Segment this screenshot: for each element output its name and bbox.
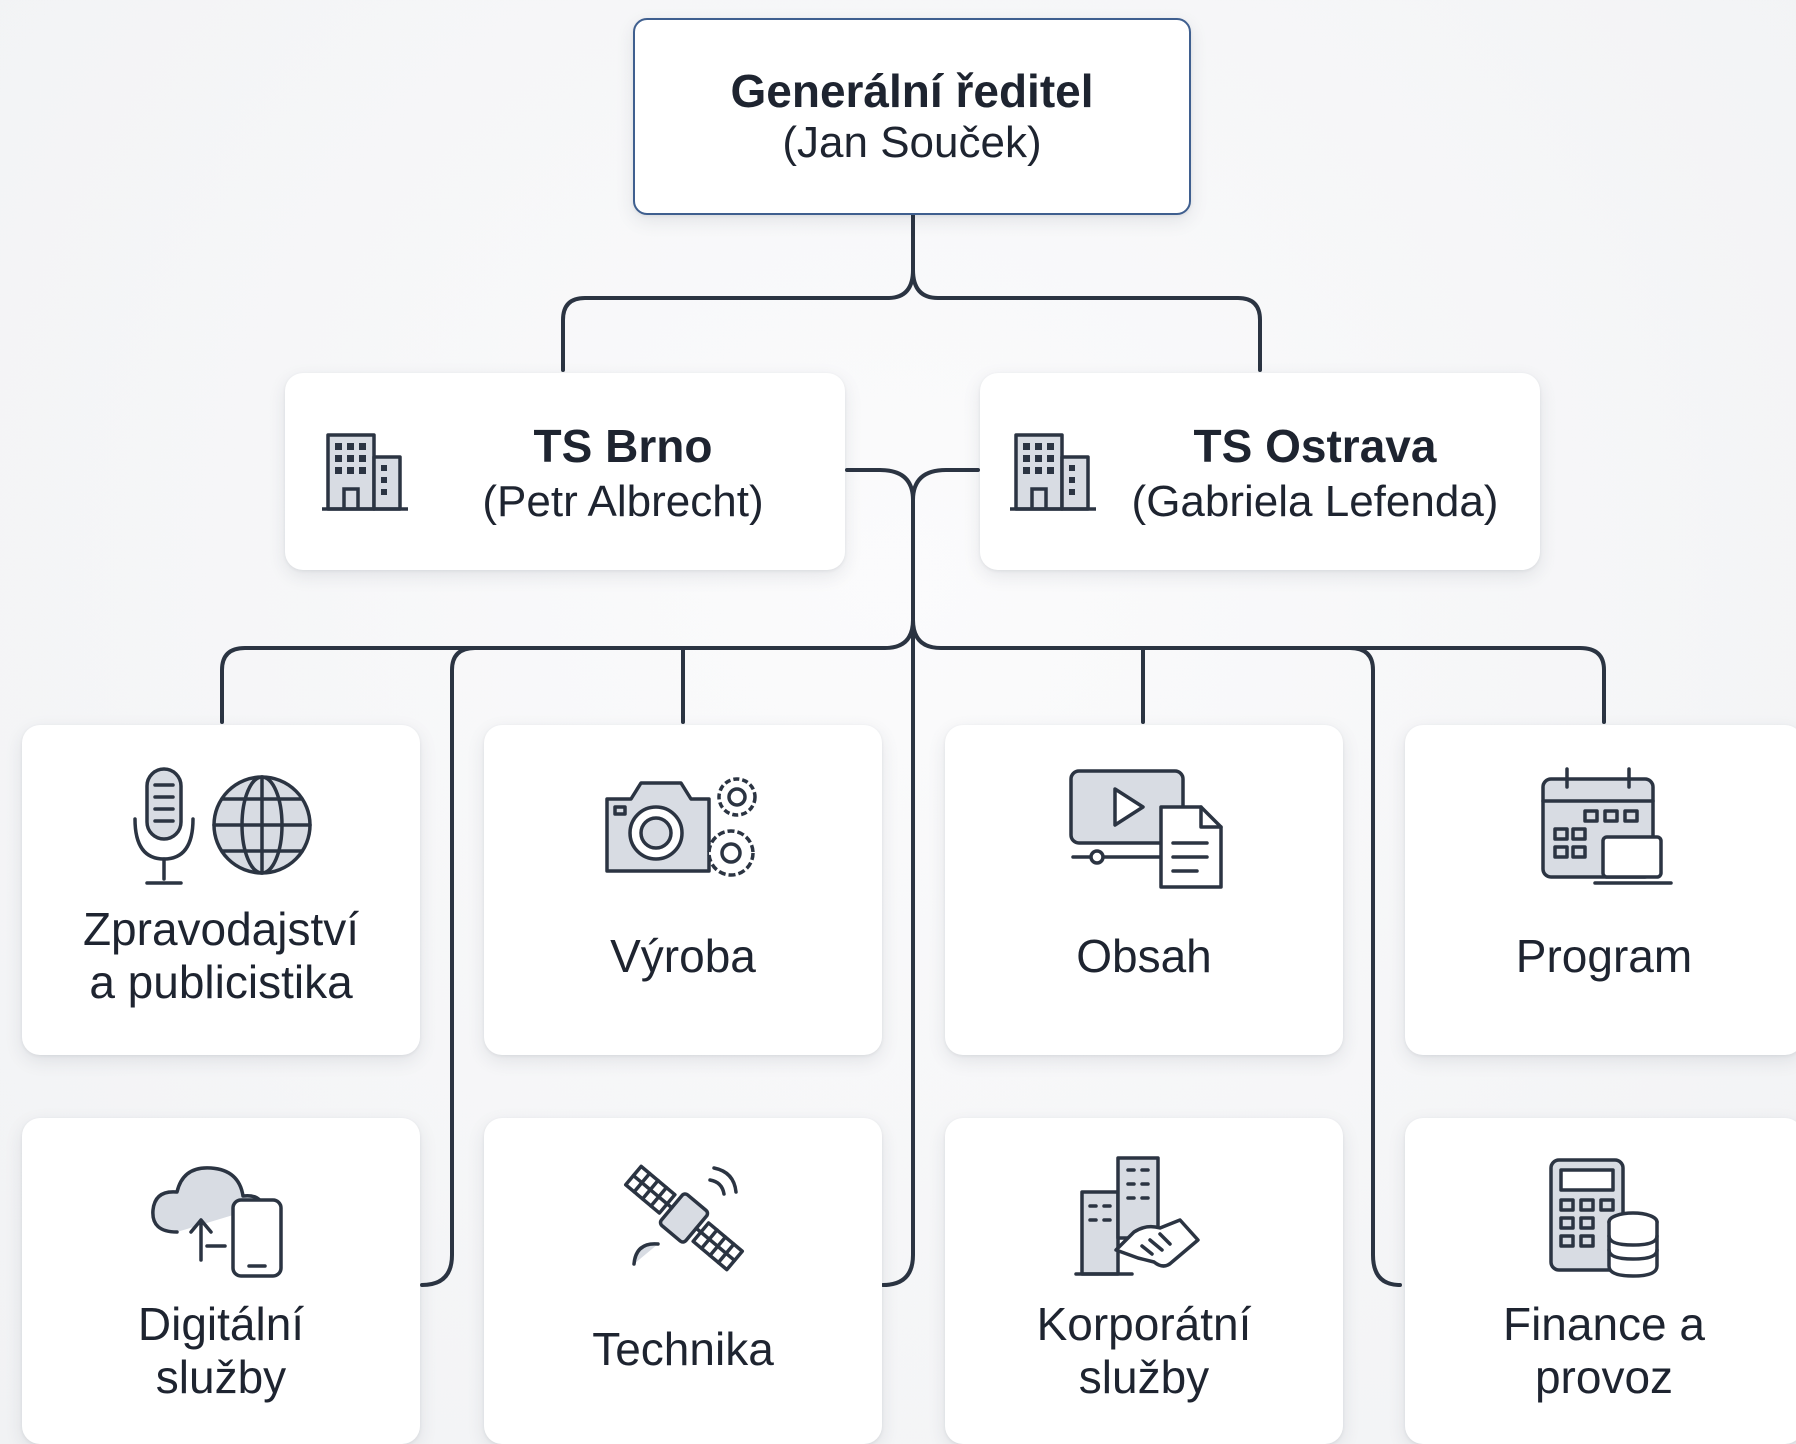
building-icon (322, 433, 408, 511)
dept-label: Zpravodajství a publicistika (82, 903, 360, 1008)
video-document-icon (1069, 769, 1223, 889)
branch-ostrava[interactable]: TS Ostrava (Gabriela Lefenda) (980, 373, 1540, 570)
handshake-building-icon (1074, 1156, 1200, 1276)
ceo-person: (Jan Souček) (782, 117, 1042, 167)
dept-digitalni-sluzby[interactable]: Digitální služby (22, 1118, 420, 1444)
dept-label: Program (1515, 930, 1693, 982)
satellite-icon (623, 1164, 745, 1272)
dept-label: Finance a provoz (1502, 1298, 1705, 1403)
dept-obsah[interactable]: Obsah (945, 725, 1343, 1055)
dept-label: Technika (592, 1323, 774, 1375)
building-icon (1010, 433, 1096, 511)
dept-label: Výroba (610, 930, 756, 982)
ceo-title: Generální ředitel (730, 64, 1094, 117)
branch-ostrava-person: (Gabriela Lefenda) (1131, 477, 1499, 527)
branch-brno[interactable]: TS Brno (Petr Albrecht) (285, 373, 845, 570)
dept-technika[interactable]: Technika (484, 1118, 882, 1444)
dept-label: Digitální služby (137, 1298, 305, 1403)
branch-ostrava-title: TS Ostrava (1193, 420, 1437, 472)
branch-brno-title: TS Brno (533, 420, 713, 472)
calendar-laptop-icon (1541, 767, 1673, 885)
ceo-node[interactable]: Generální ředitel (Jan Souček) (633, 18, 1191, 215)
microphone-globe-icon (133, 767, 312, 885)
calculator-coins-icon (1549, 1158, 1659, 1278)
dept-label: Obsah (1076, 930, 1212, 982)
dept-label: Korporátní služby (1036, 1298, 1252, 1403)
branch-brno-person: (Petr Albrecht) (482, 477, 764, 527)
dept-korporatni-sluzby[interactable]: Korporátní služby (945, 1118, 1343, 1444)
cloud-phone-icon (151, 1166, 283, 1278)
dept-zpravodajstvi[interactable]: Zpravodajství a publicistika (22, 725, 420, 1055)
dept-program[interactable]: Program (1405, 725, 1796, 1055)
dept-finance-provoz[interactable]: Finance a provoz (1405, 1118, 1796, 1444)
camera-gears-icon (605, 777, 757, 877)
dept-vyroba[interactable]: Výroba (484, 725, 882, 1055)
